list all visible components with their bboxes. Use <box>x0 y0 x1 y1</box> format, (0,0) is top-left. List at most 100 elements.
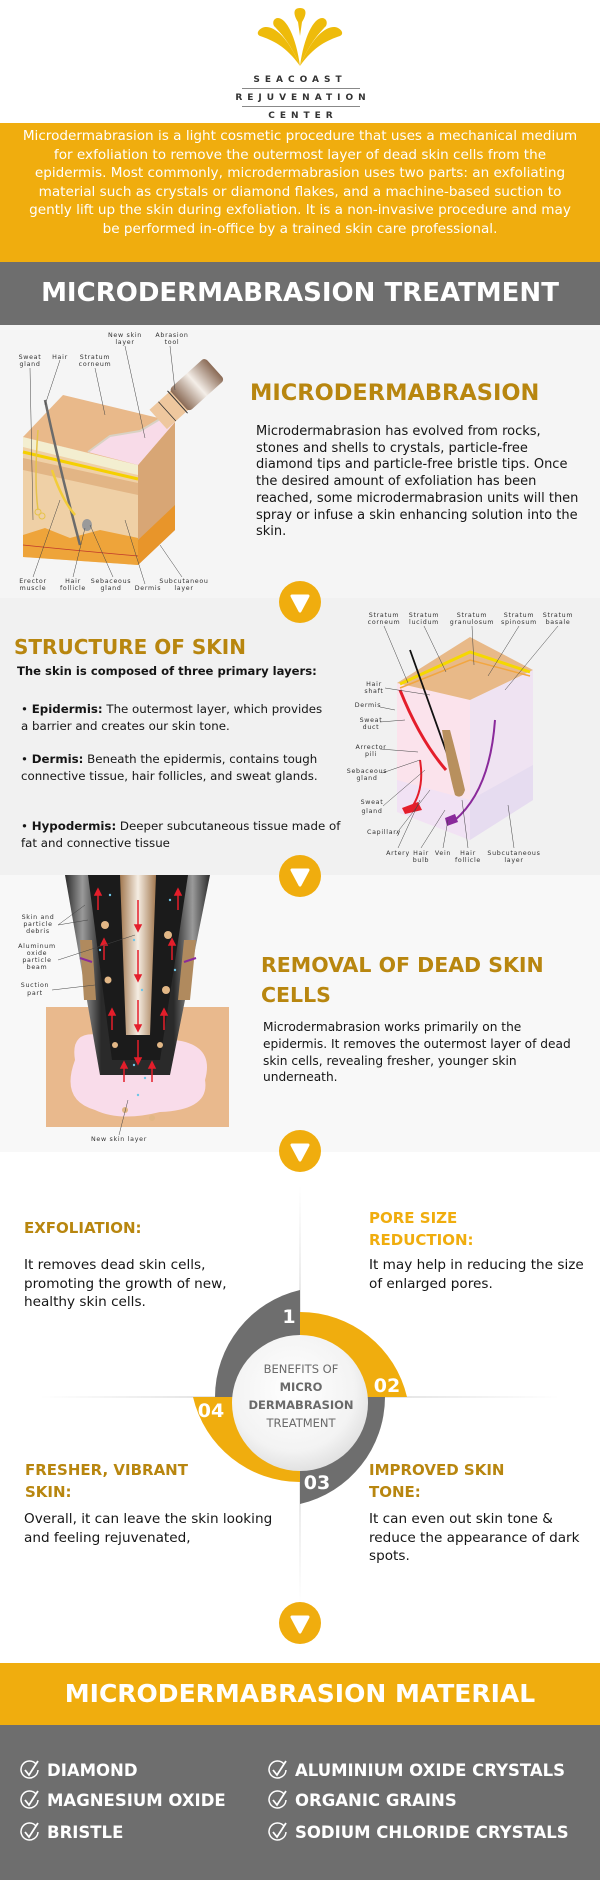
brand-line-2: REJUVENATION <box>235 93 371 103</box>
logo-divider <box>242 88 360 89</box>
svg-text:Dermis: Dermis <box>135 585 162 592</box>
ring-center-line: TREATMENT <box>265 1416 336 1430</box>
structure-intro: The skin is composed of three primary la… <box>17 664 317 678</box>
material-item: DIAMOND <box>20 1758 138 1782</box>
svg-text:Sweat: Sweat <box>19 354 42 361</box>
logo-divider <box>242 106 360 107</box>
svg-text:Stratum: Stratum <box>369 612 399 619</box>
svg-text:particle: particle <box>23 921 52 928</box>
material-list-band <box>0 1725 600 1880</box>
microdermabrasion-title: MICRODERMABRASION <box>250 380 540 406</box>
next-section-arrow <box>279 1130 321 1172</box>
ring-center <box>232 1335 368 1471</box>
removal-title-line: REMOVAL OF DEAD SKIN <box>261 953 544 977</box>
svg-text:Aluminum: Aluminum <box>18 943 56 950</box>
svg-text:New skin: New skin <box>108 332 142 339</box>
material-header-band <box>0 1663 600 1725</box>
benefit-title-pore-size: PORE SIZE REDUCTION: <box>369 1209 474 1249</box>
crystal-particles <box>98 893 177 1097</box>
svg-text:Sebaceous: Sebaceous <box>91 578 132 585</box>
benefit-title-skin-tone: IMPROVED SKIN TONE: <box>369 1461 505 1501</box>
svg-text:debris: debris <box>26 928 50 935</box>
svg-text:Stratum: Stratum <box>543 612 573 619</box>
benefit-body-pore-size: It may help in reducing the size of enla… <box>369 1257 584 1292</box>
svg-text:Stratum: Stratum <box>457 612 487 619</box>
structure-title: STRUCTURE OF SKIN <box>14 635 246 659</box>
triangle-down-icon <box>290 1615 310 1634</box>
svg-text:lucidum: lucidum <box>409 619 439 626</box>
svg-text:Erector: Erector <box>19 578 47 585</box>
removal-body: Microdermabrasion works primarily on the… <box>263 1020 571 1085</box>
triangle-down-icon <box>290 868 310 887</box>
microdermabrasion-body: Microdermabrasion has evolved from rocks… <box>256 424 579 540</box>
svg-text:Stratum: Stratum <box>409 612 439 619</box>
svg-text:Abrasion: Abrasion <box>155 332 188 339</box>
skin-structure-diagram: Stratum corneum Stratum lucidum Stratum … <box>347 612 573 864</box>
dead-skin-removal-diagram: Skin and particle debris Aluminum oxide … <box>18 875 229 1143</box>
logo-fan-icon <box>257 8 343 66</box>
intro-text: Microdermabrasion is a light cosmetic pr… <box>22 128 578 237</box>
benefit-number-4: 04 <box>198 1400 224 1422</box>
svg-text:Suction: Suction <box>21 982 49 989</box>
svg-text:Capillary: Capillary <box>367 829 401 836</box>
svg-text:oxide: oxide <box>27 950 48 957</box>
benefit-body-exfoliation: It removes dead skin cells, promoting th… <box>24 1257 227 1310</box>
brand-logo: SEACOAST REJUVENATION CENTER <box>0 0 600 123</box>
material-item: MAGNESIUM OXIDE <box>20 1788 226 1812</box>
material-item: SODIUM CHLORIDE CRYSTALS <box>268 1820 569 1844</box>
brand-line-3: CENTER <box>268 111 338 121</box>
ring-center-line: MICRO <box>280 1380 323 1394</box>
svg-text:gland: gland <box>100 585 121 592</box>
svg-text:particle: particle <box>22 957 51 964</box>
abrasion-tool-icon <box>149 359 224 430</box>
svg-text:muscle: muscle <box>20 585 47 592</box>
airflow-arrows <box>93 887 183 1082</box>
svg-text:layer: layer <box>115 339 134 346</box>
triangle-down-icon <box>290 594 310 613</box>
benefits-ring: 1 02 03 04 BENEFITS OF MICRO DERMABRASIO… <box>193 1290 407 1504</box>
svg-text:Subcutaneous: Subcutaneous <box>487 850 540 857</box>
svg-text:gland: gland <box>19 361 40 368</box>
svg-text:layer: layer <box>504 857 523 864</box>
check-circle-icon <box>268 1760 287 1779</box>
next-section-arrow <box>279 581 321 623</box>
svg-text:Hair: Hair <box>413 850 429 857</box>
check-circle-icon <box>20 1760 39 1779</box>
svg-text:Subcutaneou: Subcutaneou <box>159 578 208 585</box>
ring-center-line: DERMABRASION <box>248 1398 353 1412</box>
brand-line-1: SEACOAST <box>253 75 347 85</box>
svg-text:Dermis: Dermis <box>355 702 382 709</box>
next-section-arrow <box>279 855 321 897</box>
intro-band <box>0 123 600 262</box>
benefit-number-3: 03 <box>304 1472 330 1494</box>
svg-text:Hair: Hair <box>52 354 68 361</box>
svg-text:tool: tool <box>165 339 180 346</box>
svg-text:Hair: Hair <box>65 578 81 585</box>
check-circle-icon <box>268 1822 287 1841</box>
benefit-body-fresher-skin: Overall, it can leave the skin looking a… <box>24 1511 273 1546</box>
material-title: MICRODERMABRASION MATERIAL <box>64 1679 536 1708</box>
diagram-labels: Stratum corneum Stratum lucidum Stratum … <box>347 612 573 864</box>
ring-center-line: BENEFITS OF <box>264 1362 339 1376</box>
svg-text:follicle: follicle <box>455 857 481 864</box>
treatment-header-band <box>0 262 600 325</box>
svg-text:Arrector: Arrector <box>355 744 386 751</box>
removal-title-line: CELLS <box>261 983 331 1007</box>
svg-text:basale: basale <box>546 619 571 626</box>
next-section-arrow <box>279 1602 321 1644</box>
list-item: • Dermis: Beneath the epidermis, contain… <box>21 752 318 783</box>
treatment-header: MICRODERMABRASION TREATMENT <box>41 278 559 308</box>
svg-text:Sweat: Sweat <box>360 717 383 724</box>
list-item: • Hypodermis: Deeper subcutaneous tissue… <box>21 819 341 850</box>
triangle-down-icon <box>290 1143 310 1162</box>
svg-text:pili: pili <box>365 751 377 758</box>
svg-text:Skin and: Skin and <box>22 914 55 921</box>
benefit-number-1: 1 <box>282 1306 295 1328</box>
svg-text:Sebaceous: Sebaceous <box>347 768 388 775</box>
benefit-title-exfoliation: EXFOLIATION: <box>24 1219 142 1237</box>
svg-text:New skin layer: New skin layer <box>91 1136 147 1143</box>
diagram-labels: Skin and particle debris Aluminum oxide … <box>18 914 147 1143</box>
list-item: • Epidermis: The outermost layer, which … <box>21 702 323 733</box>
svg-text:part: part <box>27 990 43 997</box>
svg-text:bulb: bulb <box>413 857 430 864</box>
